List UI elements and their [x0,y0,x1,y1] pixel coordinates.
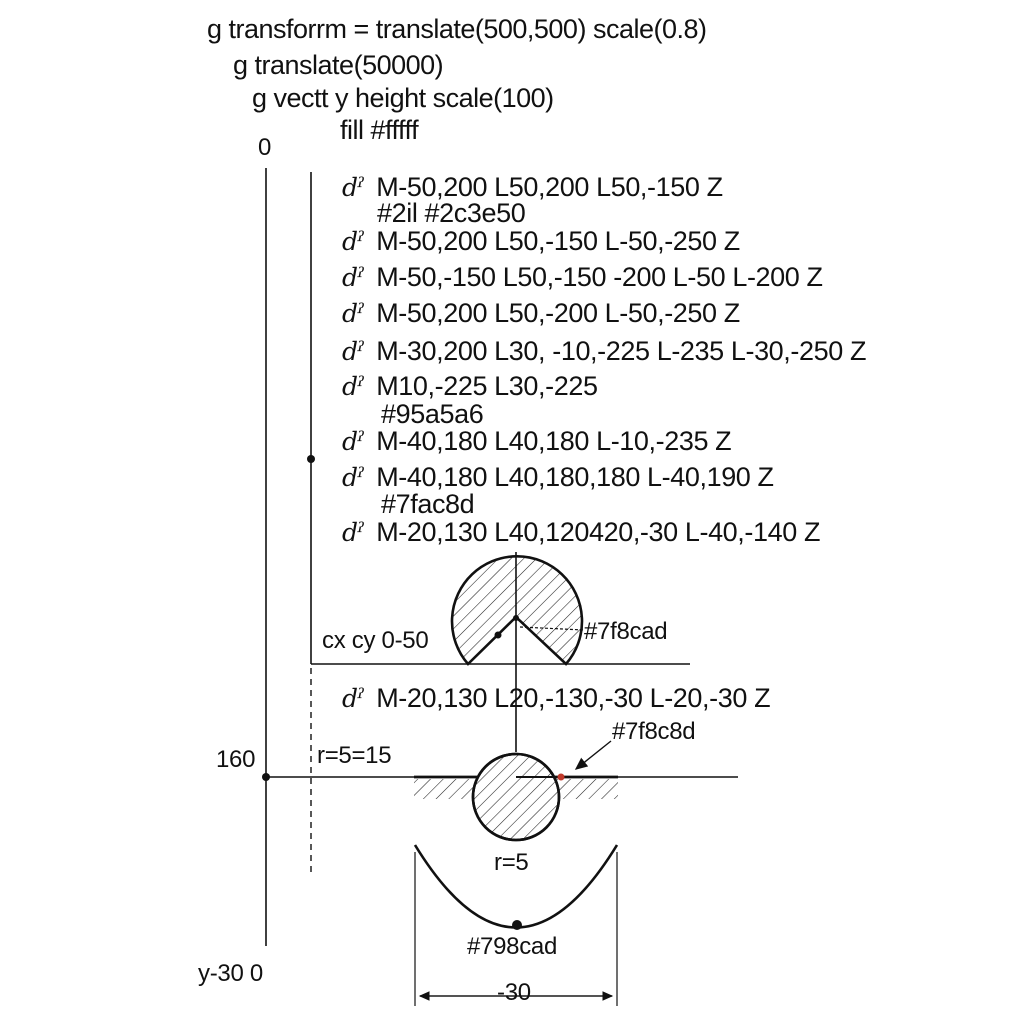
path-code: M-30,200 L30, -10,-225 L-235 L-30,-250 Z [376,336,867,366]
lower-path-line: dˀ M-20,130 L20,-130,-30 L-20,-30 Z [342,683,771,713]
path-line-9: dˀ M-20,130 L40,120420,-30 L-40,-140 Z [342,519,820,546]
header-transform-line: g transforrm = translate(500,500) scale(… [207,14,707,44]
path-code: M-50,-150 L50,-150 -200 L-50 L-200 Z [376,262,823,292]
path-prefix: dˀ [342,427,365,456]
cxcy-label: cx cy 0-50 [322,627,429,654]
path-code: M-20,130 L20,-130,-30 L-20,-30 Z [376,683,771,713]
header-vector-line: g vectt y height scale(100) [252,83,554,113]
path-note-1: #2il #2c3e50 [377,198,526,228]
path-line-4: dˀ M-50,200 L50,-200 L-50,-250 Z [342,300,740,327]
path-code: M-40,180 L40,180 L-10,-235 Z [376,426,732,456]
axis-label-top-zero: 0 [258,134,272,161]
lower-leader-arrow [574,740,612,770]
lower-accent-dot [557,773,565,781]
path-line-2: dˀ M-50,200 L50,-150 L-50,-250 Z [342,228,740,255]
path-line-3: dˀ M-50,-150 L50,-150 -200 L-50 L-200 Z [342,264,823,291]
path-code: M10,-225 L30,-225 [376,371,598,401]
path-code: M-20,130 L40,120420,-30 L-40,-140 Z [376,517,821,547]
inner-vertical-dot [307,455,315,463]
lower-hatched-circle [471,752,561,842]
axis-label-bottom: y-30 0 [198,960,263,987]
path-prefix: dˀ [342,463,365,492]
upper-leader-line [519,626,585,631]
dimension-label-bottom: -30 [497,979,531,1006]
color-label-bottom: #798cad [467,933,557,960]
path-prefix: dˀ [342,684,365,713]
path-prefix: dˀ [342,227,365,256]
path-note-8: #7fac8d [381,489,475,519]
header-translate-line: g translate(50000) [233,50,444,80]
radius-label-left: r=5=15 [317,742,392,769]
path-prefix: dˀ [342,518,365,547]
path-line-6: dˀ M10,-225 L30,-225 [342,373,598,400]
bottom-arc-dot [512,920,522,930]
path-prefix: dˀ [342,173,365,202]
path-prefix: dˀ [342,372,365,401]
path-code: M-40,180 L40,180,180 L-40,190 Z [376,462,774,492]
path-prefix: dˀ [342,263,365,292]
color-label-mid: #7f8c8d [612,718,696,745]
upper-radius-dot [494,631,502,639]
path-prefix: dˀ [342,299,365,328]
path-prefix: dˀ [342,337,365,366]
path-line-1: dˀ M-50,200 L50,200 L50,-150 Z [342,174,723,201]
path-line-7: dˀ M-40,180 L40,180 L-10,-235 Z [342,426,732,456]
radius-label-center: r=5 [494,849,529,876]
path-line-5: dˀ M-30,200 L30, -10,-225 L-235 L-30,-250… [342,338,866,365]
path-line-8: dˀ M-40,180 L40,180,180 L-40,190 Z [342,464,774,491]
path-code: M-50,200 L50,-150 L-50,-250 Z [376,226,740,256]
header-fill-line: fill #fffff [340,115,419,145]
path-note-6: #95a5a6 [381,399,484,429]
upper-radius-line [497,616,517,636]
path-code: M-50,200 L50,200 L50,-150 Z [376,172,723,202]
upper-center-dot [513,615,519,621]
upper-hatched-shape [450,555,584,666]
path-code: M-50,200 L50,-200 L-50,-250 Z [376,298,740,328]
axis-label-160: 160 [216,746,256,773]
bottom-arc [413,844,619,929]
color-label-upper: #7f8cad [584,618,668,645]
